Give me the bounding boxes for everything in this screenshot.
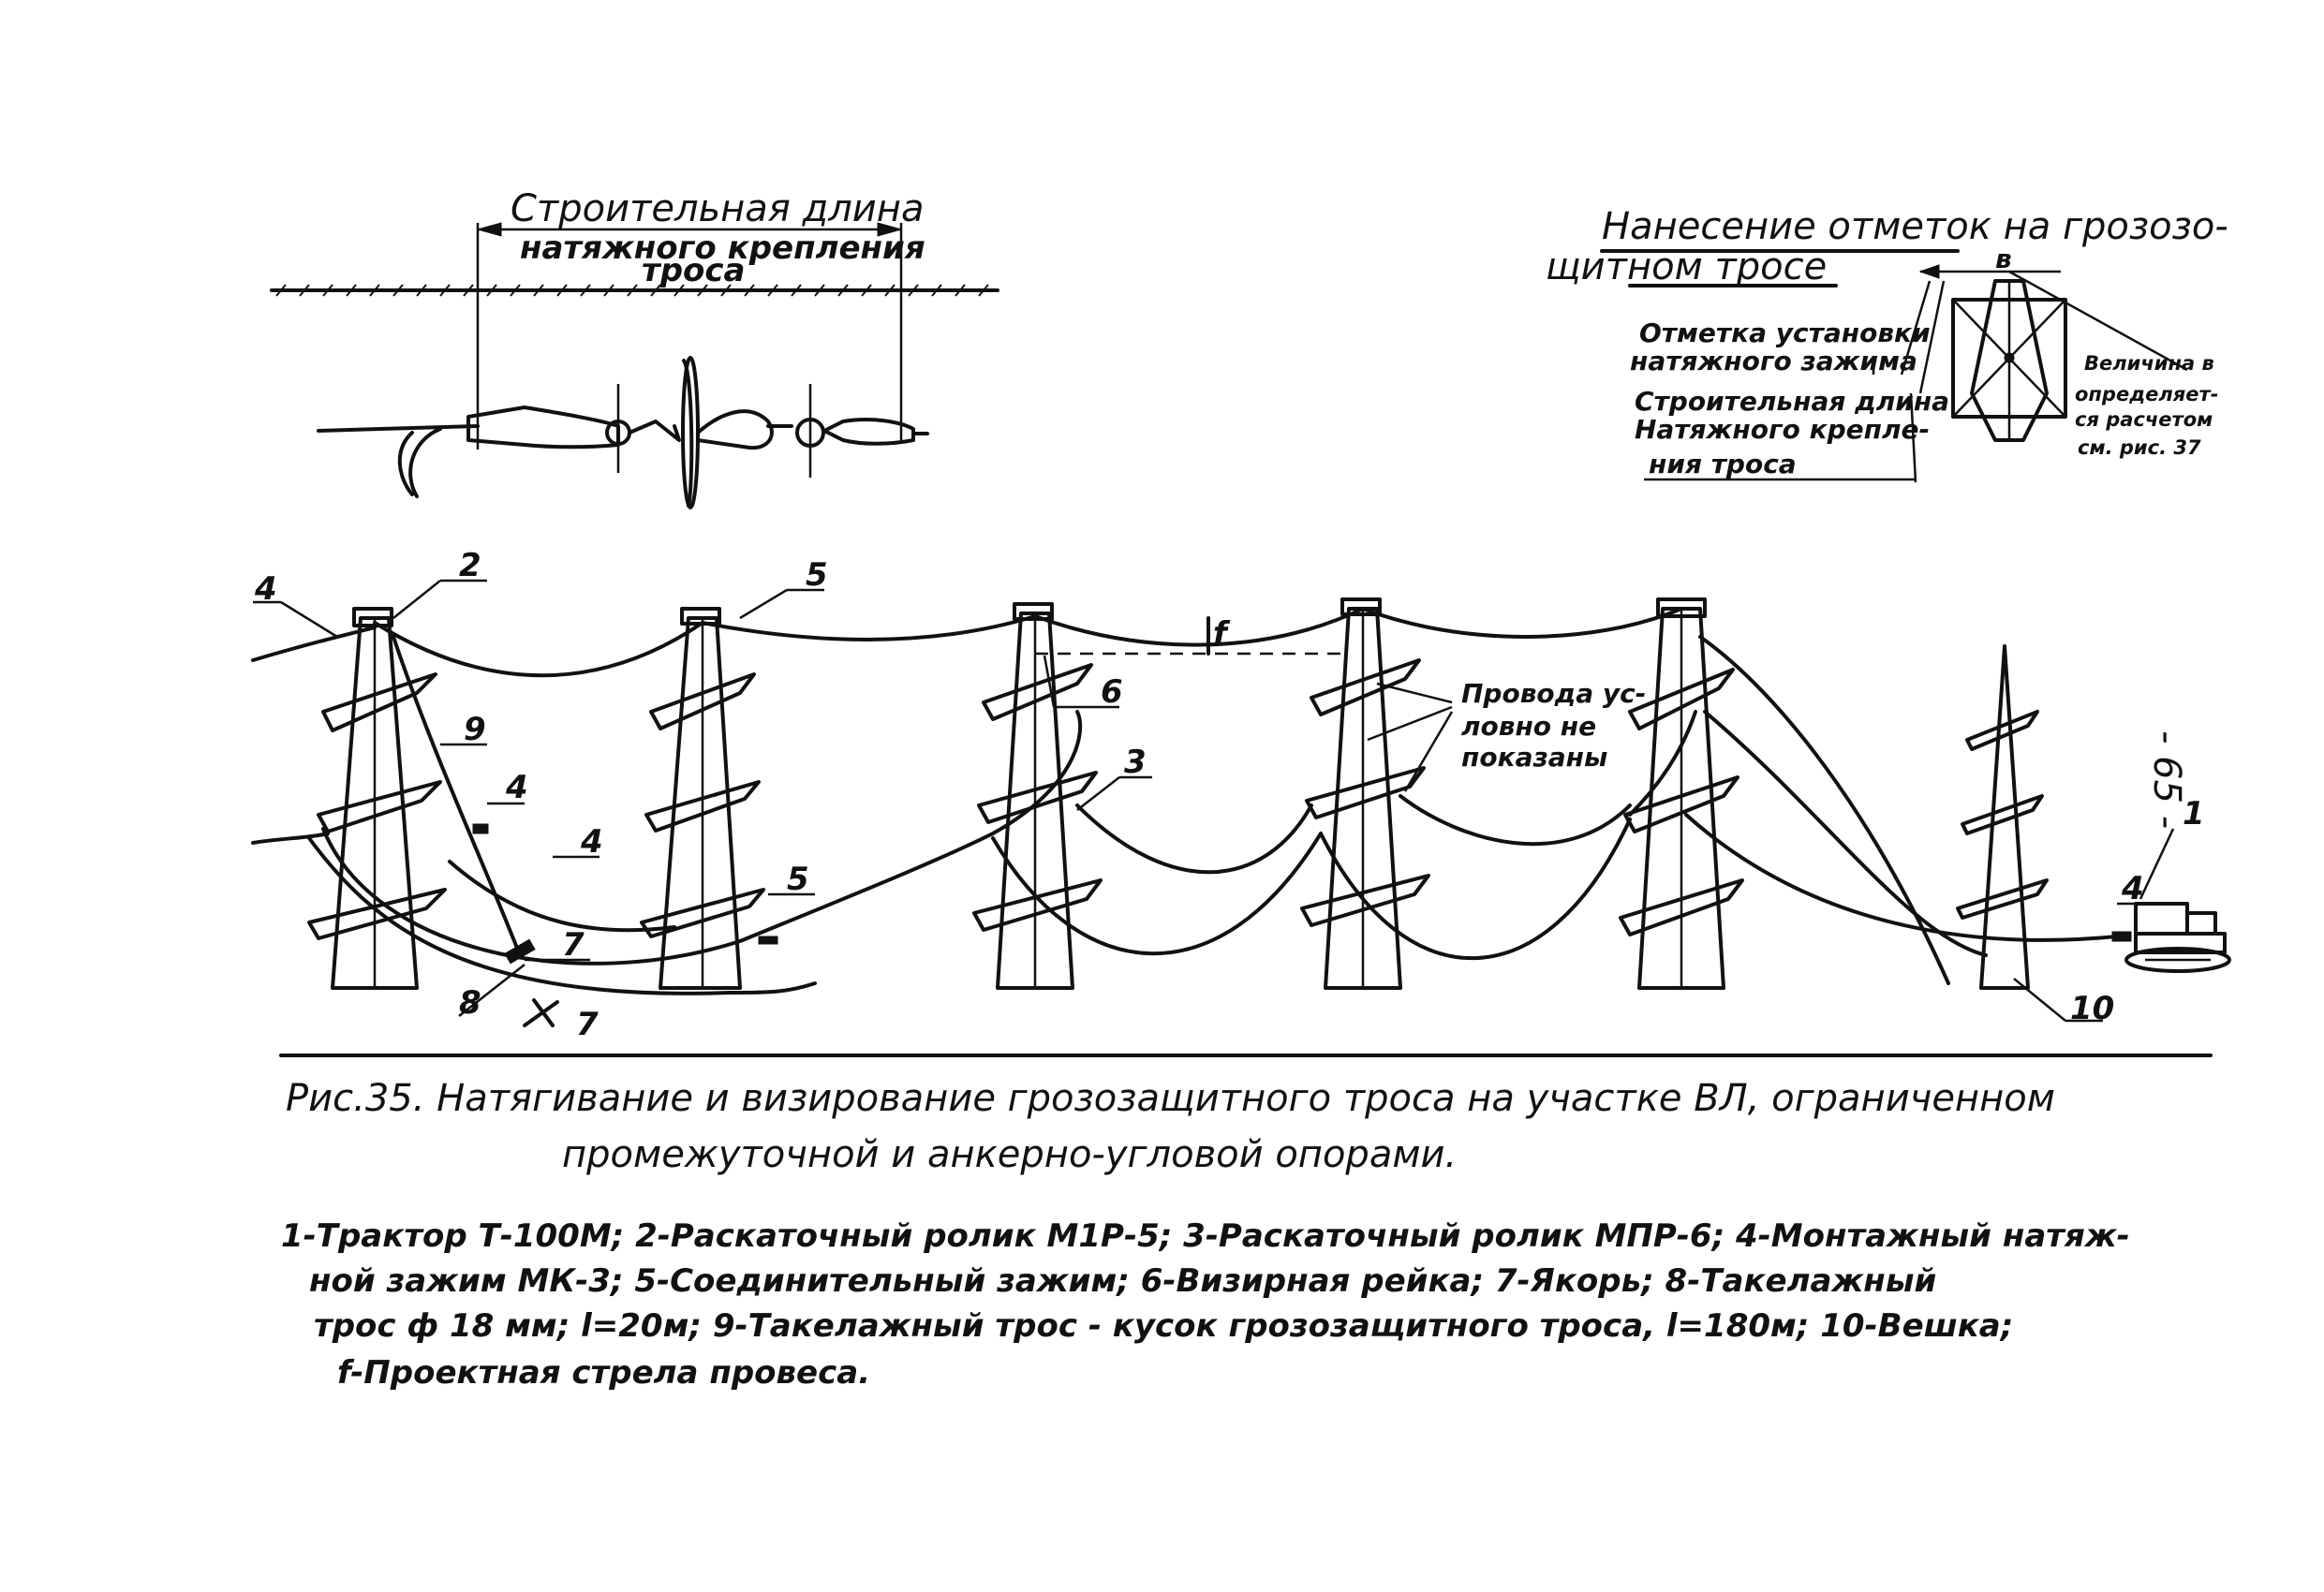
annotations: Строительная длина натяжного крепления т… bbox=[254, 187, 2228, 1043]
marking-heading-1: Нанесение отметок на грозозо- bbox=[1602, 205, 2228, 248]
callout-10: 10 bbox=[2070, 990, 2114, 1027]
callout-3: 3 bbox=[1124, 744, 1147, 781]
tower-4 bbox=[1300, 597, 1430, 990]
callout-4-low: 4 bbox=[580, 823, 603, 861]
legend-line-3: трос ф 18 мм; l=20м; 9-Такелажный трос -… bbox=[314, 1307, 2014, 1345]
tower-2 bbox=[640, 607, 765, 990]
overhead-line-diagram bbox=[251, 579, 2231, 1057]
callout-6: 6 bbox=[1101, 673, 1123, 711]
callout-9: 9 bbox=[464, 711, 486, 748]
callout-5-low: 5 bbox=[787, 861, 809, 898]
mark-label-1: Отметка установки bbox=[1639, 317, 1931, 348]
marker-pole bbox=[1956, 644, 2049, 990]
value-note-3: ся расчетом bbox=[2075, 408, 2213, 431]
cable-loops bbox=[251, 635, 2132, 1027]
callout-5-top: 5 bbox=[806, 556, 828, 594]
tower-3 bbox=[972, 602, 1103, 990]
length-label-1: Строительная длина bbox=[1635, 386, 1949, 417]
cable-hatching bbox=[275, 284, 989, 297]
wires-note-1: Провода ус- bbox=[1461, 678, 1646, 709]
dimension-label-1: Строительная длина bbox=[511, 187, 924, 230]
length-label-3: ния троса bbox=[1649, 449, 1797, 479]
callout-7-bottom: 7 bbox=[576, 1006, 599, 1043]
dimension-label-2: натяжного крепления bbox=[520, 229, 925, 267]
legend-line-2: ной зажим МК-3; 5-Соединительный зажим; … bbox=[309, 1262, 1937, 1300]
caption-line-2: промежуточной и анкерно-угловой опорами. bbox=[562, 1133, 1458, 1176]
callout-4-top: 4 bbox=[254, 570, 277, 608]
legend-line-1: 1-Трактор Т-100М; 2-Раскаточный ролик М1… bbox=[281, 1217, 2130, 1255]
mark-label-2: натяжного зажима bbox=[1630, 346, 1917, 376]
legend-line-4: f-Проектная стрела провеса. bbox=[337, 1354, 871, 1392]
tower-5 bbox=[1619, 597, 1744, 990]
sag-f: f bbox=[1213, 615, 1231, 653]
tower-1 bbox=[307, 607, 447, 990]
marking-heading-2: щитном тросе bbox=[1546, 245, 1827, 288]
wires-note-3: показаны bbox=[1461, 742, 1607, 773]
caption-line-1: Рис.35. Натягивание и визирование грозоз… bbox=[286, 1077, 2055, 1120]
callout-2: 2 bbox=[459, 547, 481, 584]
ground-wire-spans bbox=[251, 607, 1683, 678]
callout-1: 1 bbox=[2183, 795, 2205, 833]
callout-4-right: 4 bbox=[2121, 870, 2144, 907]
page-number: - 65 - bbox=[2145, 730, 2188, 829]
dimension-label-3: троса bbox=[642, 252, 746, 289]
callout-leaders bbox=[253, 579, 2175, 1023]
cable-tension-detail bbox=[270, 222, 999, 509]
tractor bbox=[2124, 902, 2231, 973]
marker-b-label: в bbox=[1995, 243, 2012, 274]
callout-7-top: 7 bbox=[562, 926, 585, 964]
value-note-2: определяет- bbox=[2075, 383, 2218, 405]
value-note-1: Величина в bbox=[2084, 352, 2214, 375]
callout-8: 8 bbox=[459, 984, 481, 1022]
value-note-4: см. рис. 37 bbox=[2078, 436, 2201, 459]
cable-marking-detail bbox=[1600, 249, 2188, 483]
wires-note-2: ловно не bbox=[1461, 711, 1596, 742]
length-label-2: Натяжного крепле- bbox=[1635, 414, 1930, 445]
callout-4-mid: 4 bbox=[505, 769, 528, 806]
